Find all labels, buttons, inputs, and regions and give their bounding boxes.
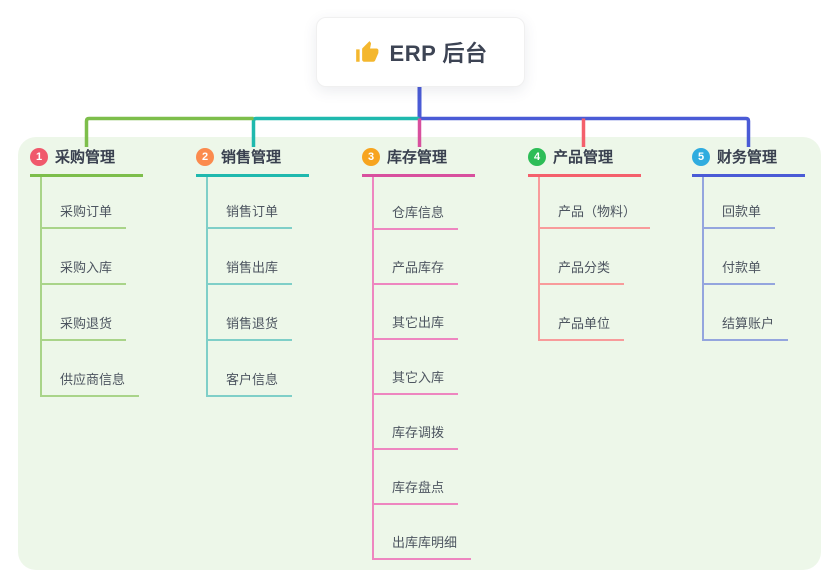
child-label: 产品库存 <box>392 260 445 275</box>
child-item[interactable]: 采购入库 <box>42 229 127 285</box>
root-node[interactable]: ERP 后台 <box>316 17 525 87</box>
child-label: 采购入库 <box>60 260 113 275</box>
child-item[interactable]: 回款单 <box>704 177 776 229</box>
branch-sales-children: 销售订单 销售出库 销售退货 客户信息 <box>206 177 316 397</box>
child-item[interactable]: 销售退货 <box>208 285 293 341</box>
child-label: 库存盘点 <box>392 480 445 495</box>
branch-sales: 2 销售管理 销售订单 销售出库 销售退货 客户信息 <box>196 146 316 397</box>
child-item[interactable]: 结算账户 <box>704 285 789 341</box>
child-item[interactable]: 出库库明细 <box>374 505 472 560</box>
child-label: 销售订单 <box>226 204 279 219</box>
child-label: 销售退货 <box>226 316 279 331</box>
child-item[interactable]: 采购订单 <box>42 177 127 229</box>
child-label: 产品单位 <box>558 316 611 331</box>
child-item[interactable]: 库存调拨 <box>374 395 459 450</box>
branch-inventory: 3 库存管理 仓库信息 产品库存 其它出库 其它入库 库存调拨 库存盘点 出库库… <box>362 146 482 560</box>
badge-3: 3 <box>362 147 380 166</box>
child-label: 库存调拨 <box>392 425 445 440</box>
thumbs-up-icon <box>355 41 378 62</box>
child-item[interactable]: 产品库存 <box>374 230 459 285</box>
child-label: 采购退货 <box>60 316 113 331</box>
branch-product-header[interactable]: 4 产品管理 <box>528 146 641 177</box>
branch-title: 销售管理 <box>221 149 282 166</box>
branch-finance-children: 回款单 付款单 结算账户 <box>702 177 812 341</box>
child-item[interactable]: 产品分类 <box>540 229 625 285</box>
child-item[interactable]: 库存盘点 <box>374 450 459 505</box>
child-label: 产品分类 <box>558 260 611 275</box>
child-item[interactable]: 仓库信息 <box>374 177 459 230</box>
branch-title: 财务管理 <box>717 149 778 166</box>
branch-sales-header[interactable]: 2 销售管理 <box>196 146 309 177</box>
child-item[interactable]: 客户信息 <box>208 341 293 397</box>
child-label: 回款单 <box>722 204 762 219</box>
child-label: 出库库明细 <box>392 535 458 550</box>
child-label: 结算账户 <box>722 316 775 331</box>
branch-inventory-children: 仓库信息 产品库存 其它出库 其它入库 库存调拨 库存盘点 出库库明细 <box>372 177 482 560</box>
child-label: 客户信息 <box>226 372 279 387</box>
child-item[interactable]: 供应商信息 <box>42 341 140 397</box>
child-item[interactable]: 销售订单 <box>208 177 293 229</box>
child-item[interactable]: 销售出库 <box>208 229 293 285</box>
branch-purchase: 1 采购管理 采购订单 采购入库 采购退货 供应商信息 <box>30 146 150 397</box>
root-label: ERP 后台 <box>389 41 488 66</box>
branch-inventory-header[interactable]: 3 库存管理 <box>362 146 475 177</box>
child-item[interactable]: 采购退货 <box>42 285 127 341</box>
child-label: 仓库信息 <box>392 205 445 220</box>
branch-product: 4 产品管理 产品（物料） 产品分类 产品单位 <box>528 146 651 341</box>
child-label: 销售出库 <box>226 260 279 275</box>
badge-4: 4 <box>528 147 546 166</box>
child-label: 付款单 <box>722 260 762 275</box>
child-label: 产品（物料） <box>558 204 637 219</box>
branch-finance: 5 财务管理 回款单 付款单 结算账户 <box>692 146 812 341</box>
child-item[interactable]: 产品单位 <box>540 285 625 341</box>
branch-product-children: 产品（物料） 产品分类 产品单位 <box>538 177 651 341</box>
child-label: 供应商信息 <box>60 372 126 387</box>
child-label: 其它出库 <box>392 315 445 330</box>
branch-purchase-header[interactable]: 1 采购管理 <box>30 146 143 177</box>
branch-finance-header[interactable]: 5 财务管理 <box>692 146 805 177</box>
child-label: 采购订单 <box>60 204 113 219</box>
branches-panel <box>18 137 821 570</box>
child-item[interactable]: 产品（物料） <box>540 177 651 229</box>
branch-title: 库存管理 <box>387 149 448 166</box>
branch-title: 采购管理 <box>55 149 116 166</box>
child-item[interactable]: 其它出库 <box>374 285 459 340</box>
child-label: 其它入库 <box>392 370 445 385</box>
badge-5: 5 <box>692 147 710 166</box>
branch-purchase-children: 采购订单 采购入库 采购退货 供应商信息 <box>40 177 150 397</box>
branch-title: 产品管理 <box>553 149 614 166</box>
badge-1: 1 <box>30 147 48 166</box>
child-item[interactable]: 其它入库 <box>374 340 459 395</box>
child-item[interactable]: 付款单 <box>704 229 776 285</box>
badge-2: 2 <box>196 147 214 166</box>
